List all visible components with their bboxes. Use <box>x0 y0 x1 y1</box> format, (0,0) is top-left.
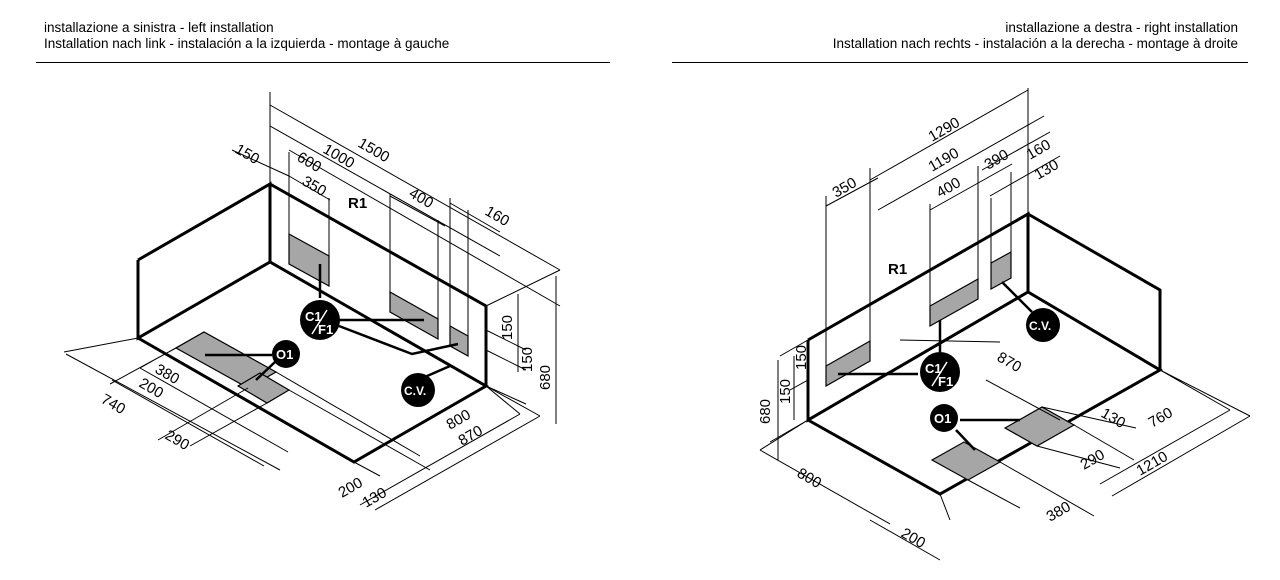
left-dim-text-150-upper: 150 <box>499 315 516 340</box>
header-left-line2: Installation nach link - instalación a l… <box>44 36 450 51</box>
right-floor-opening-1 <box>1003 406 1076 447</box>
left-c1f1-badge: C1 F1 <box>300 300 340 340</box>
left-dim-text-150-lower: 150 <box>519 347 536 372</box>
right-dim-text-1290: 1290 <box>926 114 963 145</box>
left-dim-text-1000: 1000 <box>320 141 357 172</box>
right-openings <box>825 250 1076 481</box>
left-dim-text-160: 160 <box>482 203 512 230</box>
header-right-rule <box>672 62 1248 63</box>
svg-text:C1: C1 <box>305 309 322 324</box>
left-dim-text-680: 680 <box>537 365 554 390</box>
right-dim-text-870: 870 <box>994 349 1024 376</box>
left-dim-text-1500: 1500 <box>355 135 392 166</box>
header-left-rule <box>36 62 610 63</box>
right-dim-text-1210: 1210 <box>1134 448 1171 479</box>
header-right: installazione a destra - right installat… <box>833 20 1238 52</box>
right-floor-opening-2 <box>930 441 1002 481</box>
right-wall-opening-1 <box>825 339 871 388</box>
svg-text:O1: O1 <box>276 347 293 362</box>
left-wall-opening-1 <box>288 232 330 288</box>
right-dim-text-800: 800 <box>794 465 824 492</box>
right-dim-text-1190: 1190 <box>926 145 962 176</box>
left-wall-opening-2 <box>389 290 439 341</box>
left-r1-label: R1 <box>348 195 367 212</box>
right-c1f1-badge: C1 F1 <box>920 352 960 392</box>
right-r1-label: R1 <box>888 261 907 278</box>
right-o1-badge: O1 <box>930 404 958 432</box>
left-cv-badge: C.V. <box>401 373 435 407</box>
right-dim-text-380: 380 <box>1044 498 1074 525</box>
right-dim-text-400: 400 <box>934 174 964 201</box>
header-left-line1: installazione a sinistra - left installa… <box>44 20 274 35</box>
right-dim-text-130: 130 <box>1098 405 1128 432</box>
right-dim-text-680: 680 <box>757 399 774 424</box>
left-dim-text-740: 740 <box>98 391 128 418</box>
svg-text:O1: O1 <box>934 411 951 426</box>
header-right-line1: installazione a destra - right installat… <box>1005 20 1238 35</box>
svg-text:F1: F1 <box>318 322 333 337</box>
left-dim-text-350: 350 <box>299 173 329 200</box>
right-wall-opening-2 <box>929 277 979 328</box>
left-o1-badge: O1 <box>272 340 300 368</box>
svg-text:C.V.: C.V. <box>404 384 426 398</box>
svg-text:F1: F1 <box>938 374 953 389</box>
right-dim-text-760: 760 <box>1146 404 1176 431</box>
right-dim-text-200: 200 <box>898 525 928 552</box>
right-dim-text-290: 290 <box>1078 446 1108 473</box>
right-wall-opening-cv <box>990 250 1012 291</box>
left-dim-text-600: 600 <box>294 149 324 176</box>
right-cv-badge: C.V. <box>1026 308 1060 342</box>
left-dim-text-150: 150 <box>232 141 262 168</box>
left-leaders <box>205 264 459 382</box>
svg-text:C1: C1 <box>925 361 942 376</box>
right-installation-diagram: 350 1290 1190 400 390 160 130 680 150 15… <box>757 88 1251 561</box>
left-wall-opening-cv <box>449 324 469 358</box>
right-leaders <box>838 281 1033 451</box>
left-installation-diagram: 1500 1000 600 350 150 400 160 150 150 68… <box>63 92 561 511</box>
right-dimension-lines <box>759 88 1251 561</box>
header-left: installazione a sinistra - left installa… <box>44 20 449 52</box>
right-dim-text-390: 390 <box>982 146 1012 173</box>
right-dim-text-150-a: 150 <box>777 379 794 404</box>
svg-text:C.V.: C.V. <box>1029 319 1051 333</box>
left-dim-text-290: 290 <box>162 427 192 454</box>
header-right-line2: Installation nach rechts - instalación a… <box>832 36 1238 51</box>
left-dimension-lines <box>63 92 561 511</box>
right-dim-text-150-b: 150 <box>793 345 810 370</box>
right-dim-text-350: 350 <box>830 174 860 201</box>
left-dim-text-400: 400 <box>406 185 436 212</box>
